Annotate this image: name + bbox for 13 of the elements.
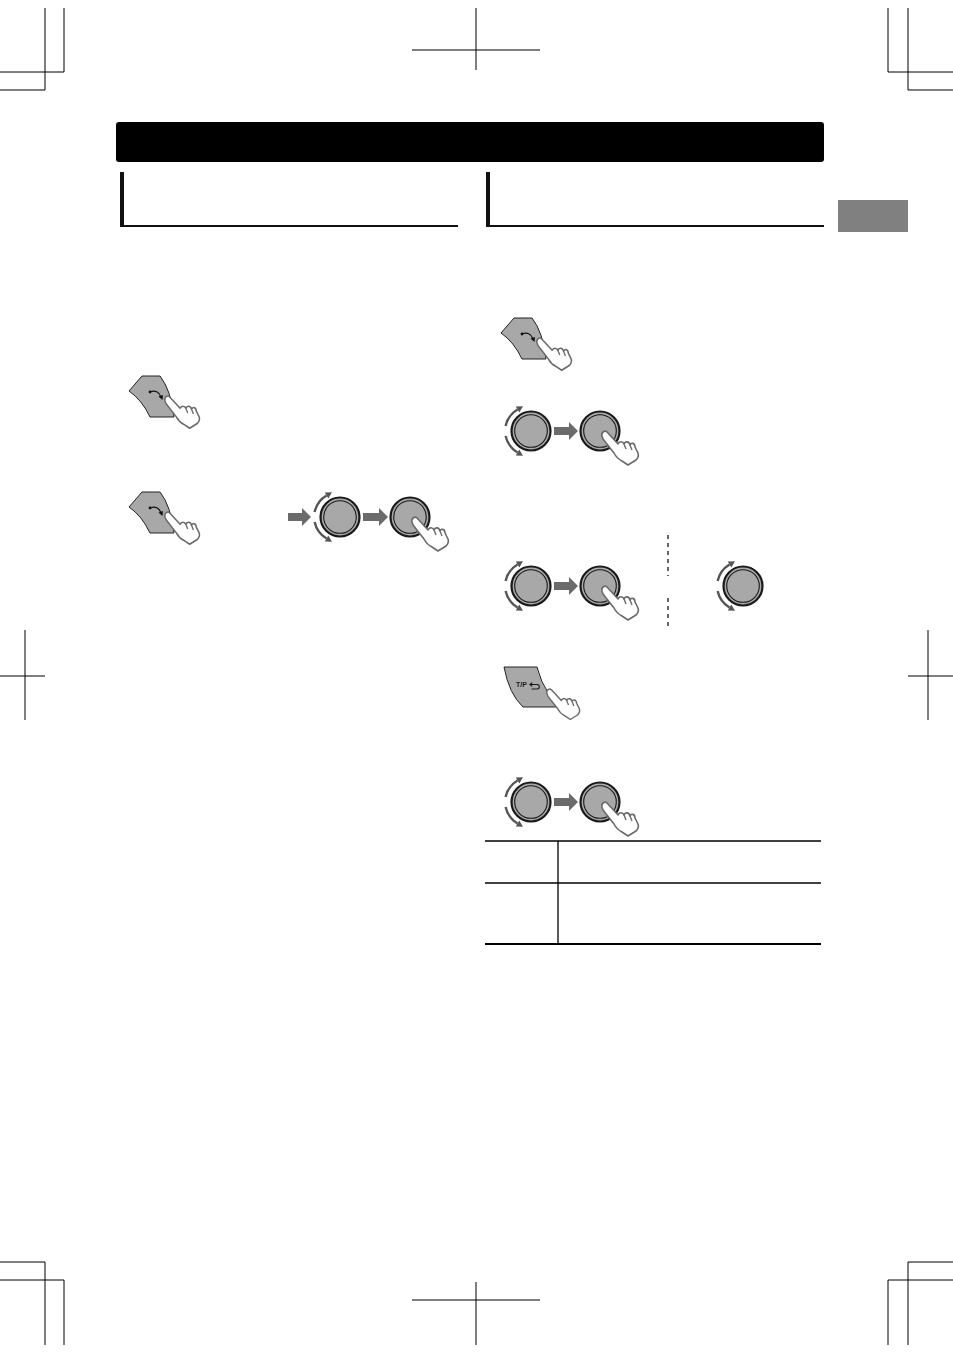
knob-turn-illustration (503, 560, 553, 612)
button-press-illustration (128, 490, 202, 545)
knob-press-illustration (389, 496, 451, 552)
knob-turn-illustration (503, 776, 553, 828)
knob-press-illustration (579, 410, 641, 466)
knob-turn-illustration (503, 405, 553, 457)
title-bar (116, 122, 824, 162)
button-press-illustration (500, 316, 574, 371)
knob-turn-illustration (312, 491, 362, 543)
knob-press-illustration (579, 565, 641, 621)
knob-turn-illustration (715, 560, 765, 612)
button-press-illustration (128, 374, 202, 429)
knob-press-illustration (579, 781, 641, 837)
